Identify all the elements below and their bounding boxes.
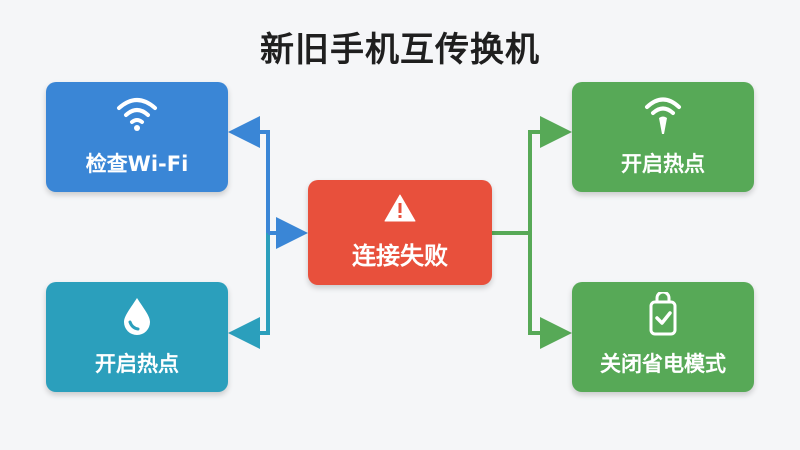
enable-hotspot-label-left: 开启热点 [95, 352, 179, 376]
enable-hotspot-node-left: 开启热点 [46, 282, 228, 392]
warning-icon [384, 194, 416, 222]
diagram-title: 新旧手机互传换机 [260, 30, 540, 70]
check-wifi-node: 检查Wi-Fi [46, 82, 228, 192]
connection-failed-label: 连接失败 [352, 242, 448, 270]
battery-check-icon [649, 292, 677, 336]
left-connector [228, 116, 308, 349]
connection-failed-node: 连接失败 [308, 180, 492, 285]
enable-hotspot-node-right: 开启热点 [572, 82, 754, 192]
enable-hotspot-label-right: 开启热点 [621, 152, 705, 176]
disable-power-saving-node: 关闭省电模式 [572, 282, 754, 392]
check-wifi-label: 检查Wi-Fi [85, 152, 189, 176]
droplet-icon [124, 298, 150, 335]
hotspot-icon [645, 97, 681, 134]
right-connector [492, 116, 572, 349]
wifi-icon [117, 98, 157, 131]
disable-power-saving-label: 关闭省电模式 [600, 352, 726, 376]
